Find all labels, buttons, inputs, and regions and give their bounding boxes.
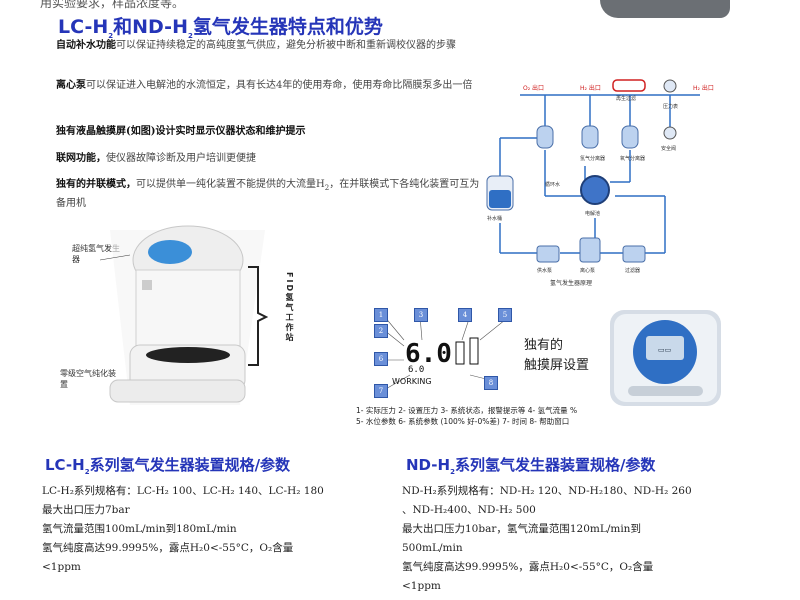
page-title: LC-H2和ND-H2氢气发生器特点和优势 (58, 16, 383, 40)
fid-bracket (248, 266, 268, 366)
unique-touch-label: 独有的 触摸屏设置 (524, 338, 590, 373)
safety-valve-icon (663, 126, 677, 140)
badge-3: 3 (414, 308, 428, 322)
label-water-tank: 补水桶 (487, 215, 502, 222)
label-h2-out: H₂ 出口 (580, 84, 601, 92)
feature-centrifugal-pump: 离心泵可以保证进入电解池的水流恒定，具有长达4年的使用寿命，使用寿命比隔膜泵多出… (56, 80, 473, 91)
legend-line-1: 1- 实际压力 2- 设置压力 3- 系统状态，报警提示等 4- 氢气流量 % (356, 406, 578, 415)
label-fid-station: FID氢气工作站 (285, 272, 294, 344)
label-h2-separator: 氢气分离器 (580, 155, 605, 162)
touch-screen-diagram: 6.0 6.0 WORKING (383, 315, 511, 391)
badge-6: 6 (374, 352, 388, 366)
nd-spec-body: ND-H₂系列规格有：ND-H₂ 120、ND-H₂180、ND-H₂ 260 … (402, 482, 762, 596)
o2-separator-icon (581, 125, 599, 149)
feature-touch-screen: 独有液晶触摸屏(如图)设计实时显示仪器状态和维护提示 (56, 126, 306, 137)
nd-spec-title: ND-H2系列氢气发生器装置规格/参数 (406, 456, 656, 476)
label-pressure-gauge: 压力表 (663, 103, 678, 110)
badge-2: 2 (374, 324, 388, 338)
label-h2-generator: 超纯氢气发生器 (72, 244, 120, 264)
label-centrifugal-pump: 离心泵 (580, 267, 595, 274)
label-electrolytic-cell: 电解池 (585, 210, 600, 217)
nd-spec-o2: <1ppm (402, 580, 441, 592)
device-screen-photo: ▭▭ (610, 310, 721, 406)
nd-spec-models: ND-H₂系列规格有：ND-H₂ 120、ND-H₂180、ND-H₂ 260 (402, 485, 692, 497)
regen-filter-box (612, 79, 646, 92)
svg-text:▭▭: ▭▭ (658, 346, 671, 354)
feature-parallel-mode: 独有的并联模式，可以提供单一纯化装置不能提供的大流量H2，在并联模式下各纯化装置… (56, 179, 480, 209)
h2-separator-icon (536, 125, 554, 149)
top-cut-text: 用实验要求，样品浓度等。 (40, 0, 185, 10)
pressure-gauge-icon (663, 79, 677, 93)
diagram-caption: 氢气发生器原理 (550, 279, 592, 287)
lc-spec-body: LC-H₂系列规格有：LC-H₂ 100、LC-H₂ 140、LC-H₂ 180… (42, 482, 372, 577)
lc-spec-flow: 氢气流量范围100mL/min到180mL/min (42, 523, 237, 535)
display-status: WORKING (392, 377, 432, 386)
display-sub-value: 6.0 (408, 365, 424, 375)
filter-icon (622, 245, 646, 263)
lc-spec-pressure: 最大出口压力7bar (42, 504, 130, 516)
separator-3-icon (621, 125, 639, 149)
label-regen-filter: 再生过滤 (616, 95, 636, 102)
feature-network: 联网功能，使仪器故障诊断及用户培训更便捷 (56, 153, 256, 164)
badge-8: 8 (484, 376, 498, 390)
label-air-generator: 零级空气纯化装置 (60, 369, 116, 389)
nd-spec-models-2: 、ND-H₂400、ND-H₂ 500 (402, 504, 536, 516)
hydrogen-flow-diagram: O₂ 出口 H₂ 出口 再生过滤 H₂ 出口 压力表 氢气分离器 氧气分离器 安… (486, 79, 714, 287)
label-o2-out: O₂ 出口 (523, 84, 544, 92)
centrifugal-pump-icon (579, 237, 601, 263)
supply-pump-icon (536, 245, 560, 263)
label-supply-pump: 供水泵 (537, 267, 552, 274)
generator-illustration (100, 225, 265, 405)
feature-auto-refill: 自动补水功能可以保证持续稳定的高纯度氢气供应，避免分析被中断和重新调校仪器的步骤 (56, 40, 456, 51)
device-top-image (600, 0, 730, 18)
badge-4: 4 (458, 308, 472, 322)
lc-spec-models: LC-H₂系列规格有：LC-H₂ 100、LC-H₂ 140、LC-H₂ 180 (42, 485, 324, 497)
lc-spec-title: LC-H2系列氢气发生器装置规格/参数 (45, 456, 291, 476)
label-safety-valve: 安全阀 (661, 145, 676, 152)
badge-7: 7 (374, 384, 388, 398)
label-filter: 过滤器 (625, 267, 640, 274)
generator-screen-icon (148, 240, 192, 264)
nd-spec-pressure-flow: 最大出口压力10bar，氢气流量范围120mL/min到 (402, 523, 641, 535)
lc-spec-purity: 氢气纯度高达99.9995%，露点H₂0<-55°C，O₂含量 (42, 542, 294, 554)
label-h2-out-right: H₂ 出口 (693, 84, 714, 92)
badge-1: 1 (374, 308, 388, 322)
display-value: 6.0 (405, 339, 452, 369)
label-circulation: 循环水 (545, 181, 560, 188)
legend-line-2: 5- 水位参数 6- 系统参数 (100% 好-0%差) 7- 时间 8- 帮助… (356, 417, 570, 426)
electrolytic-cell-icon (580, 175, 610, 205)
nd-spec-purity: 氢气纯度高达99.9995%，露点H₂0<-55°C，O₂含量 (402, 561, 654, 573)
water-level-fill (489, 190, 511, 208)
lc-spec-o2: <1ppm (42, 561, 81, 573)
badge-5: 5 (498, 308, 512, 322)
label-o2-separator: 氧气分离器 (620, 155, 645, 162)
nd-spec-flow-max: 500mL/min (402, 542, 463, 554)
